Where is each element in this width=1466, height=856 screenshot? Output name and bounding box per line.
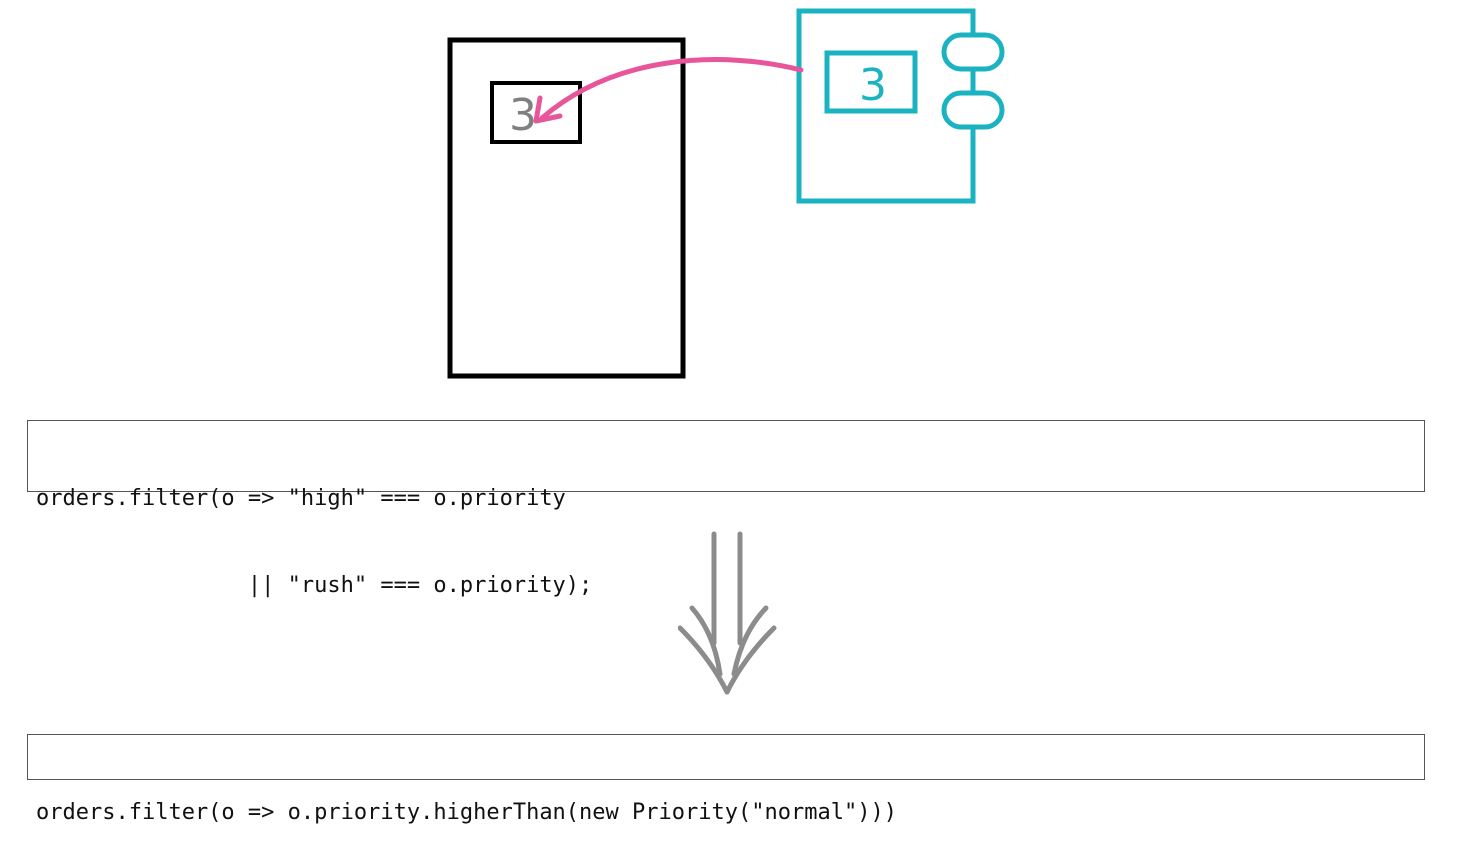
double-down-arrow-icon xyxy=(678,531,777,695)
method-port-bottom xyxy=(941,90,1005,130)
primitive-field-box xyxy=(490,81,582,144)
code-before-line-1: orders.filter(o => "high" === o.priority xyxy=(36,486,566,511)
curved-arrow-left-icon xyxy=(533,57,804,124)
value-object-value: 3 xyxy=(859,60,887,111)
value-object-field-box xyxy=(824,50,918,114)
host-object-box xyxy=(447,37,686,379)
code-before-box: orders.filter(o => "high" === o.priority… xyxy=(27,420,1425,598)
code-after-line-1: orders.filter(o => o.priority.higherThan… xyxy=(36,800,897,825)
code-before-line-2: || "rush" === o.priority); xyxy=(36,573,593,598)
refactoring-diagram: 3 3 xyxy=(447,8,1005,379)
primitive-field-value: 3 xyxy=(509,90,537,141)
code-after-box: orders.filter(o => o.priority.higherThan… xyxy=(27,734,1425,825)
method-port-top xyxy=(941,32,1005,72)
